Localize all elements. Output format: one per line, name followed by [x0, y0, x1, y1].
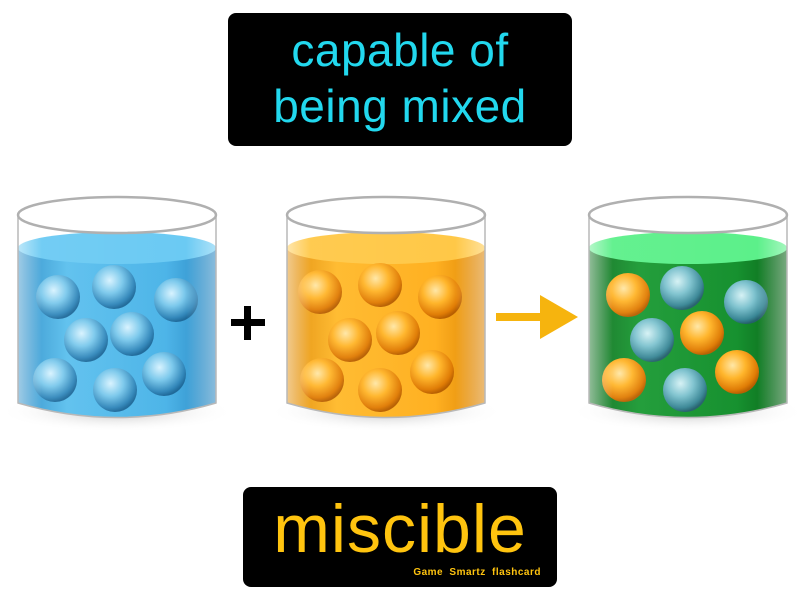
beaker-green	[570, 195, 800, 432]
beaker-blue-glass	[17, 215, 217, 419]
beaker-blue-rim	[16, 195, 218, 235]
definition-card: capable of being mixed	[228, 13, 572, 146]
definition-line-2: being mixed	[273, 79, 527, 132]
term-word: miscible	[273, 491, 527, 567]
beaker-green-rim	[587, 195, 789, 235]
beaker-blue	[0, 195, 235, 432]
plus-icon	[231, 306, 265, 340]
arrow-right-icon	[496, 295, 578, 339]
beaker-green-glass	[588, 215, 788, 419]
term-card: miscible Game Smartz flashcard	[243, 487, 557, 587]
beaker-orange-glass	[286, 215, 486, 419]
brand-label: Game Smartz flashcard	[413, 567, 541, 578]
definition-line-1: capable of	[291, 23, 509, 76]
beaker-orange	[268, 195, 504, 432]
beaker-orange-rim	[285, 195, 487, 235]
